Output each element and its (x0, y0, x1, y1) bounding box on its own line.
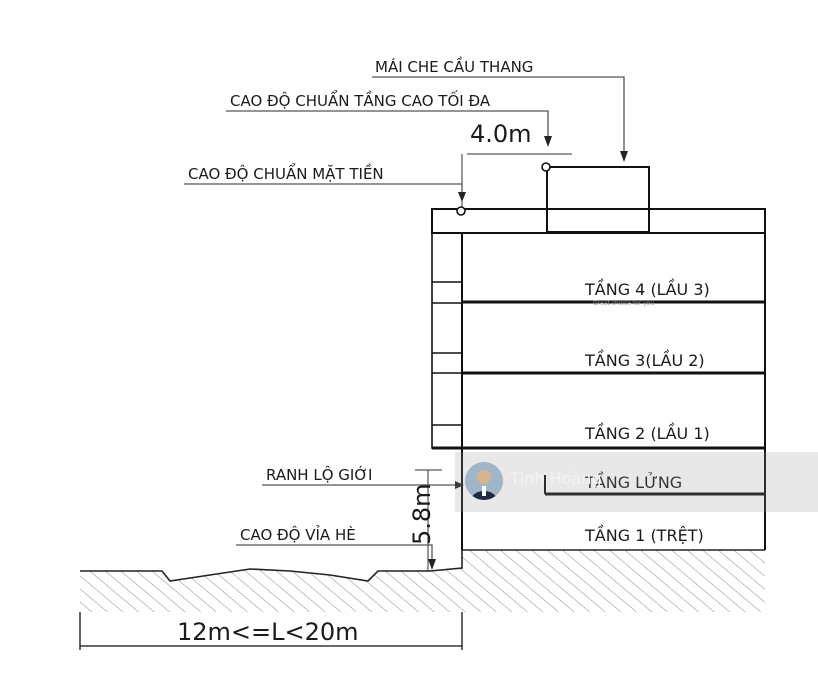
top-dim-label: 4.0m (470, 120, 532, 148)
max-height-marker (541, 162, 551, 172)
floor-label-3: TẦNG 3(LẦU 2) (584, 349, 705, 370)
balcony-projection (431, 232, 463, 449)
floor-label-1: TẦNG 1 (TRỆT) (584, 524, 704, 545)
sidewalk-leader (236, 544, 433, 562)
watermark-name: Tịnh Hoàng (510, 469, 602, 488)
avatar (465, 462, 503, 500)
floor-label-mezzanine: TẦNG LỬNG (584, 471, 682, 492)
ground-line (80, 549, 765, 582)
side-dim-label: 5.8m (408, 483, 436, 545)
floor-4-small-text: Great choice for you (593, 300, 654, 307)
floor-label-2: TẦNG 2 (LẦU 1) (584, 422, 710, 443)
layers-logo-icon (782, 468, 808, 493)
setback-arrow (455, 481, 464, 489)
roof-parapet (431, 208, 766, 234)
person-icon (465, 462, 503, 500)
stair-roof-leader (372, 76, 625, 158)
street-width-label: 12m<=L<20m (177, 618, 359, 646)
sidewalk-datum-label: CAO ĐỘ VỈA HÈ (240, 524, 356, 544)
facade-datum-arrow (458, 192, 466, 202)
max-height-arrow (544, 136, 552, 147)
stair-roof-arrow (620, 151, 628, 162)
max-height-leader (226, 110, 549, 143)
setback-label: RANH LỘ GIỚI (266, 465, 372, 484)
facade-datum-leader (184, 183, 463, 197)
ground-hatch (80, 550, 765, 612)
facade-datum-marker (456, 206, 466, 216)
sidewalk-arrow (428, 559, 436, 570)
floor-label-4: TẦNG 4 (LẦU 3) (584, 278, 710, 299)
facade-datum-label: CAO ĐỘ CHUẨN MẶT TIỀN (188, 162, 384, 183)
stair-roof-label: MÁI CHE CẦU THANG (375, 55, 533, 76)
max-height-label: CAO ĐỘ CHUẨN TẦNG CAO TỐI ĐA (230, 89, 491, 110)
stair-roof-box (546, 166, 650, 233)
watermark-card (455, 452, 818, 512)
